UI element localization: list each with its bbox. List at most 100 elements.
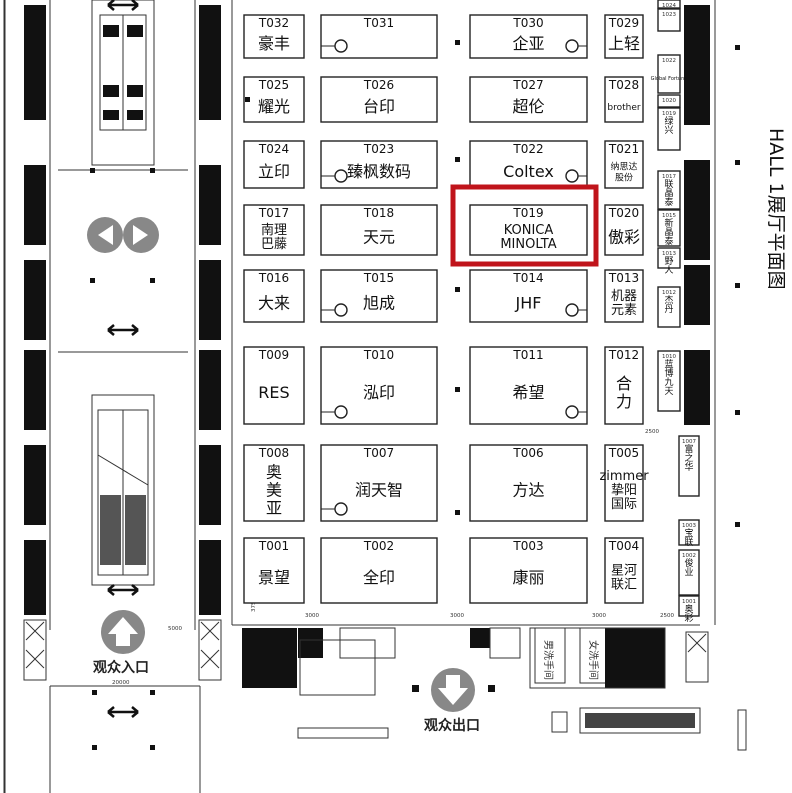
side-booth-id: 1003	[682, 523, 696, 529]
booth-id: T031	[363, 16, 394, 30]
side-booth-name: 野人	[664, 256, 673, 276]
booth-id: T010	[363, 348, 394, 362]
booth-id: T028	[608, 78, 639, 92]
side-booth-id: 1010	[662, 354, 676, 360]
booth-id: T003	[512, 539, 543, 553]
exit-label: 观众出口	[424, 717, 480, 734]
booth-name: RES	[258, 383, 289, 402]
side-booth-1020[interactable]: 1020	[657, 94, 681, 108]
side-booth-id: 1020	[662, 98, 676, 104]
booth-id: T019	[512, 206, 543, 220]
svg-text:3000: 3000	[592, 613, 606, 619]
booth-id: T004	[608, 539, 639, 553]
booth-id: T002	[363, 539, 394, 553]
side-booth-1023[interactable]: 1023	[657, 8, 681, 32]
pillar-icon	[685, 631, 709, 683]
restroom-female-label: 女洗手间	[587, 640, 600, 680]
svg-text:3000: 3000	[305, 613, 319, 619]
booth-t031[interactable]: T031	[320, 14, 438, 59]
restroom-male-label: 男洗手间	[542, 640, 555, 680]
booth-name: 合力	[616, 374, 632, 411]
side-booth-id: 1022	[662, 58, 676, 64]
booth-highlight	[450, 184, 599, 267]
booth-name: 方达	[512, 480, 544, 499]
booth-name: 全印	[363, 568, 395, 587]
bottom-structure: 男洗手间 女洗手间 观众出口	[242, 627, 747, 751]
booth-id: T009	[258, 348, 289, 362]
left-right-arrow-icon	[107, 706, 139, 718]
side-booth-id: 1013	[662, 251, 676, 257]
side-booth-id: 1007	[682, 439, 696, 445]
side-booth-1024[interactable]: 1024	[657, 0, 681, 9]
side-booth-id: 1015	[662, 213, 676, 219]
left-right-arrow-icon	[107, 584, 139, 596]
booth-id: T021	[608, 142, 639, 156]
booth-id: T008	[258, 446, 289, 460]
side-booth-name: 杰丹	[664, 294, 673, 315]
booth-name: 傲彩	[608, 227, 640, 246]
booth-id: T017	[258, 206, 289, 220]
side-booth-name: 联晶泰	[664, 179, 673, 208]
booth-t002[interactable]: T002 全印	[320, 537, 438, 604]
side-booth-name: 俊业	[684, 557, 693, 578]
booth-id: T030	[512, 16, 543, 30]
side-booth-name: 新晶泰	[664, 217, 673, 247]
left-arrow-icon	[87, 217, 123, 253]
booth-name: 希望	[512, 383, 544, 402]
booth-name: 润天智	[355, 480, 403, 499]
booth-t011[interactable]: T011 希望	[469, 346, 588, 425]
svg-text:3000: 3000	[450, 613, 464, 619]
escalator-icon	[91, 0, 155, 166]
booth-id: T011	[512, 348, 543, 362]
svg-text:20000: 20000	[112, 680, 130, 686]
booth-id: T005	[608, 446, 639, 460]
booth-id: T001	[258, 539, 289, 553]
svg-text:5000: 5000	[168, 626, 182, 632]
side-booth-id: 1019	[662, 111, 676, 117]
right-arrow-icon	[123, 217, 159, 253]
